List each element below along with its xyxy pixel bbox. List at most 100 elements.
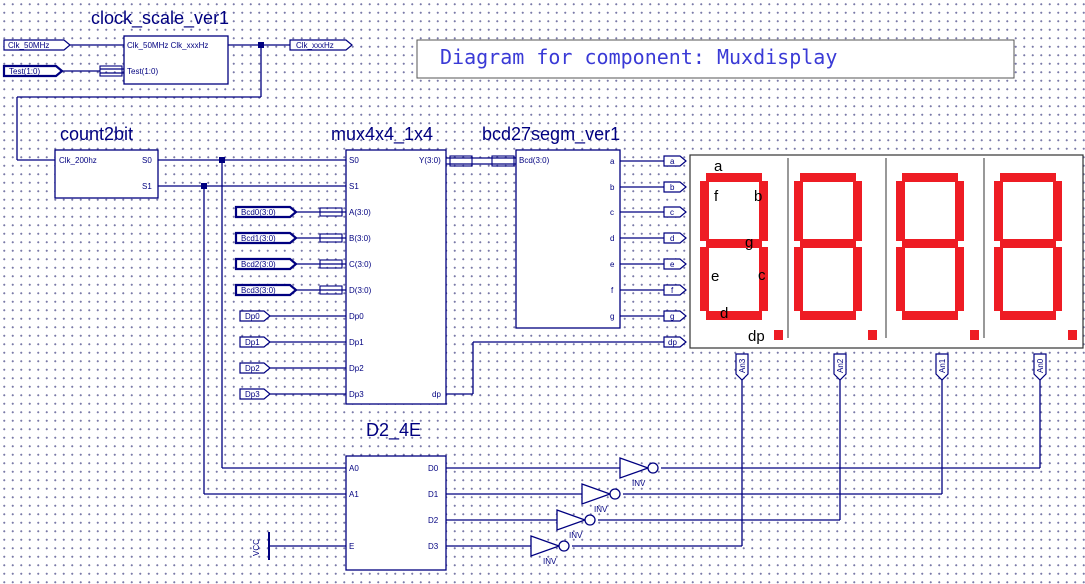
port-seg-dp[interactable]: dp	[663, 336, 687, 348]
bcd-pin-d: d	[610, 234, 614, 243]
svg-text:Dp1: Dp1	[245, 338, 260, 347]
inverter-d1[interactable]: INV	[581, 483, 621, 514]
banner-text: Diagram for component: Muxdisplay	[440, 45, 837, 69]
port-bcd0[interactable]: Bcd0(3:0)	[234, 205, 298, 219]
digit-0	[700, 173, 783, 340]
port-dp2[interactable]: Dp2	[239, 362, 271, 374]
clock-scale-title: clock_scale_ver1	[91, 8, 229, 29]
svg-text:f: f	[671, 286, 674, 295]
svg-text:Bcd3(3:0): Bcd3(3:0)	[241, 286, 276, 295]
digit-3	[994, 173, 1077, 340]
port-bcd2[interactable]: Bcd2(3:0)	[234, 257, 298, 271]
digit-2-segment-g	[902, 239, 958, 248]
block-d2-4e[interactable]: D2_4E A0 A1 E D0 D1 D2 D3	[345, 420, 447, 571]
svg-text:g: g	[670, 312, 674, 321]
bcd-pin-a: a	[610, 157, 615, 166]
svg-text:c: c	[670, 208, 674, 217]
mux-pin-dp2: Dp2	[349, 364, 364, 373]
digit-2-segment-d	[902, 311, 958, 320]
digit-3-segment-f	[994, 181, 1003, 241]
svg-text:An3: An3	[738, 358, 747, 373]
digit-0-segment-a	[706, 173, 762, 182]
inverter-d0[interactable]: INV	[619, 457, 659, 488]
seg-label-g: g	[745, 234, 753, 251]
port-seg-b[interactable]: b	[663, 181, 687, 193]
svg-text:Bcd2(3:0): Bcd2(3:0)	[241, 260, 276, 269]
port-bcd3[interactable]: Bcd3(3:0)	[234, 283, 298, 297]
mux-pin-b: B(3:0)	[349, 234, 371, 243]
port-seg-f[interactable]: f	[663, 284, 687, 296]
block-bcd27segm[interactable]: bcd27segm_ver1 Bcd(3:0) a b c d e f g	[482, 124, 621, 329]
digit-2-segment-dp	[970, 330, 979, 340]
count-pin-s1: S1	[142, 182, 152, 191]
port-dp3[interactable]: Dp3	[239, 388, 271, 400]
digit-2-segment-b	[955, 181, 964, 241]
digit-1-segment-c	[853, 247, 862, 311]
port-an3[interactable]: An3	[735, 353, 749, 381]
seg-label-f: f	[714, 188, 719, 205]
diagram-banner: Diagram for component: Muxdisplay	[416, 39, 1015, 79]
decoder-title: D2_4E	[366, 420, 421, 441]
bcd-pin-b: b	[610, 183, 615, 192]
seg-label-dp: dp	[748, 328, 765, 345]
digit-0-segment-c	[759, 247, 768, 311]
port-seg-d[interactable]: d	[663, 232, 687, 244]
svg-text:An2: An2	[836, 358, 845, 373]
digit-1-segment-g	[800, 239, 856, 248]
svg-text:Dp3: Dp3	[245, 390, 260, 399]
bcd-pin-e: e	[610, 260, 615, 269]
count-pin-clk: Clk_200hz	[59, 156, 97, 165]
bcd-pin-f: f	[611, 286, 614, 295]
digit-1-segment-b	[853, 181, 862, 241]
port-seg-c[interactable]: c	[663, 206, 687, 218]
svg-text:INV: INV	[632, 479, 646, 488]
vcc-label: VCC	[252, 539, 261, 556]
svg-text:Bcd0(3:0): Bcd0(3:0)	[241, 208, 276, 217]
mux-pin-dp: dp	[432, 390, 441, 399]
port-bcd1[interactable]: Bcd1(3:0)	[234, 231, 298, 245]
dec-pin-d0: D0	[428, 464, 439, 473]
svg-text:dp: dp	[668, 338, 677, 347]
dec-pin-e: E	[349, 542, 354, 551]
port-clkxxxhz[interactable]: Clk_xxxHz	[289, 39, 353, 51]
port-seg-g[interactable]: g	[663, 310, 687, 322]
svg-text:INV: INV	[569, 531, 583, 540]
svg-text:INV: INV	[543, 557, 557, 566]
mux-title: mux4x4_1x4	[331, 124, 433, 145]
port-test[interactable]: Test(1:0)	[2, 64, 64, 78]
port-an2[interactable]: An2	[833, 353, 847, 381]
wires	[16, 42, 1041, 560]
port-an0[interactable]: An0	[1033, 353, 1047, 381]
seg-label-a: a	[714, 158, 723, 175]
digit-0-segment-dp	[774, 330, 783, 340]
digit-0-segment-f	[700, 181, 709, 241]
block-count2bit[interactable]: count2bit Clk_200hz S0 S1	[54, 124, 159, 199]
clock-pin-test: Test(1:0)	[127, 67, 158, 76]
clock-pin-clk: Clk_50MHz Clk_xxxHz	[127, 41, 208, 50]
digit-1-segment-d	[800, 311, 856, 320]
seg-label-d: d	[720, 305, 728, 322]
port-seg-a[interactable]: a	[663, 155, 687, 167]
svg-text:b: b	[670, 183, 675, 192]
digit-3-segment-c	[1053, 247, 1062, 311]
digit-3-segment-d	[1000, 311, 1056, 320]
svg-text:d: d	[670, 234, 674, 243]
svg-text:INV: INV	[594, 505, 608, 514]
mux-pin-dp1: Dp1	[349, 338, 364, 347]
svg-text:Bcd1(3:0): Bcd1(3:0)	[241, 234, 276, 243]
svg-text:a: a	[670, 157, 675, 166]
block-mux[interactable]: mux4x4_1x4 S0 S1 A(3:0) B(3:0) C(3:0) D(…	[331, 124, 447, 405]
block-clock-scale[interactable]: clock_scale_ver1 Clk_50MHz Clk_xxxHz Tes…	[91, 8, 229, 85]
dec-pin-d2: D2	[428, 516, 439, 525]
inverter-d2[interactable]: INV	[556, 509, 596, 540]
port-seg-e[interactable]: e	[663, 258, 687, 270]
port-dp1[interactable]: Dp1	[239, 336, 271, 348]
digit-3-segment-e	[994, 247, 1003, 311]
port-an1[interactable]: An1	[935, 353, 949, 381]
port-dp0[interactable]: Dp0	[239, 310, 271, 322]
inverter-d3[interactable]: INV	[530, 535, 570, 566]
port-clk50mhz[interactable]: Clk_50MHz	[3, 39, 71, 51]
digit-0-segment-g	[706, 239, 762, 248]
dec-pin-a0: A0	[349, 464, 359, 473]
